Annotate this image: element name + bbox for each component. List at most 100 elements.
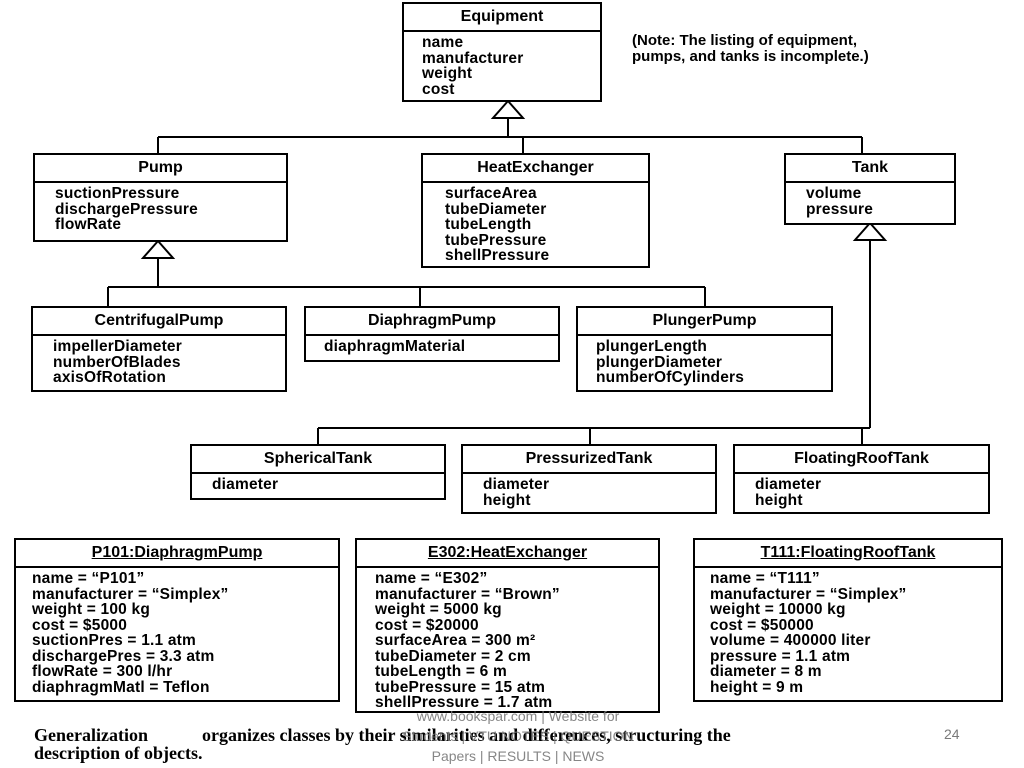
class-name: Pump (35, 155, 286, 183)
attribute-value: surfaceArea = 300 m² (375, 632, 536, 649)
attribute: numberOfBlades (53, 353, 181, 371)
attribute-list: diameter (192, 474, 444, 493)
attribute-value: tubePressure = 15 atm (375, 678, 546, 696)
attribute: height (755, 491, 803, 509)
tank-triangle (852, 221, 888, 241)
class-name: HeatExchanger (423, 155, 648, 183)
attribute-value: height = 9 m (710, 678, 804, 696)
class-diaphragm-pump: DiaphragmPump diaphragmMaterial (304, 306, 560, 362)
attribute: impellerDiameter (53, 338, 182, 355)
class-pump: Pump suctionPressure dischargePressure f… (33, 153, 288, 242)
object-name: E302:HeatExchanger (357, 540, 658, 568)
attribute-value: name = “T111” (710, 570, 820, 587)
footer-watermark: www.bookspar.com | Website for Students … (388, 706, 648, 766)
attribute: name (422, 34, 464, 51)
attribute-list: name manufacturer weight cost (404, 32, 600, 97)
class-equipment: Equipment name manufacturer weight cost (402, 2, 602, 102)
attribute: weight (422, 65, 473, 82)
attribute-value: flowRate = 300 l/hr (32, 663, 173, 680)
attribute-value: name = “E302” (375, 570, 488, 587)
attribute: flowRate (55, 216, 122, 233)
attribute-value: pressure = 1.1 atm (710, 647, 851, 665)
attribute-value: tubeLength = 6 m (375, 663, 507, 680)
note-line: (Note: The listing of equipment, (632, 32, 857, 49)
object-e302: E302:HeatExchanger name = “E302” manufac… (355, 538, 660, 713)
attribute: tubePressure (445, 231, 547, 249)
attribute: shellPressure (445, 247, 550, 264)
attribute-list: surfaceArea tubeDiameter tubeLength tube… (423, 183, 648, 264)
attribute: plungerLength (596, 338, 708, 355)
class-plunger-pump: PlungerPump plungerLength plungerDiamete… (576, 306, 833, 392)
attribute: diameter (755, 476, 822, 493)
footer-line: Students | VTU NOTES | QUESTION (402, 728, 634, 744)
attribute-list: diameter height (735, 474, 988, 508)
figure-caption: Generalization organizes classes by their… (34, 726, 731, 762)
attribute-list: name = “P101” manufacturer = “Simplex” w… (16, 568, 338, 695)
attribute-value: manufacturer = “Brown” (375, 585, 560, 603)
attribute-value: dischargePres = 3.3 atm (32, 647, 215, 665)
pump-triangle (140, 239, 176, 259)
attribute: surfaceArea (445, 185, 537, 202)
object-name: P101:DiaphragmPump (16, 540, 338, 568)
attribute-list: name = “E302” manufacturer = “Brown” wei… (357, 568, 658, 711)
attribute: tubeDiameter (445, 200, 547, 218)
note: (Note: The listing of equipment, pumps, … (632, 33, 869, 65)
class-spherical-tank: SphericalTank diameter (190, 444, 446, 500)
footer-line: www.bookspar.com | Website for (416, 708, 620, 724)
attribute-value: weight = 100 kg (32, 601, 151, 618)
attribute-value: diameter = 8 m (710, 663, 822, 680)
attribute-value: suctionPres = 1.1 atm (32, 632, 197, 649)
attribute-list: plungerLength plungerDiameter numberOfCy… (578, 336, 831, 386)
object-p101: P101:DiaphragmPump name = “P101” manufac… (14, 538, 340, 702)
attribute-value: cost = $50000 (710, 616, 814, 634)
footer-line: Papers | RESULTS | NEWS (431, 748, 605, 764)
page-number: 24 (944, 726, 960, 742)
attribute: axisOfRotation (53, 369, 167, 386)
attribute-value: tubeDiameter = 2 cm (375, 647, 531, 665)
attribute-list: diameter height (463, 474, 715, 508)
class-name: PlungerPump (578, 308, 831, 336)
attribute: diameter (483, 476, 550, 493)
attribute: diameter (212, 476, 279, 493)
attribute: volume (806, 185, 862, 202)
attribute: numberOfCylinders (596, 369, 745, 386)
attribute-value: diaphragmMatl = Teflon (32, 678, 210, 696)
attribute-value: weight = 10000 kg (710, 601, 846, 618)
class-name: SphericalTank (192, 446, 444, 474)
attribute-list: name = “T111” manufacturer = “Simplex” w… (695, 568, 1001, 695)
class-name: CentrifugalPump (33, 308, 285, 336)
class-pressurized-tank: PressurizedTank diameter height (461, 444, 717, 514)
attribute-value: manufacturer = “Simplex” (710, 585, 907, 603)
attribute-value: cost = $5000 (32, 616, 128, 634)
class-name: PressurizedTank (463, 446, 715, 474)
attribute-list: volume pressure (786, 183, 954, 217)
class-floating-roof-tank: FloatingRoofTank diameter height (733, 444, 990, 514)
class-name: Equipment (404, 4, 600, 32)
attribute: pressure (806, 200, 874, 218)
caption-line-2: description of objects. (34, 743, 203, 763)
caption-line-1: organizes classes by their similarities … (202, 725, 731, 745)
attribute-value: manufacturer = “Simplex” (32, 585, 229, 603)
class-centrifugal-pump: CentrifugalPump impellerDiameter numberO… (31, 306, 287, 392)
attribute-list: impellerDiameter numberOfBlades axisOfRo… (33, 336, 285, 386)
attribute: plungerDiameter (596, 353, 723, 371)
attribute: suctionPressure (55, 185, 180, 202)
attribute-list: diaphragmMaterial (306, 336, 558, 355)
class-heat-exchanger: HeatExchanger surfaceArea tubeDiameter t… (421, 153, 650, 268)
attribute-list: suctionPressure dischargePressure flowRa… (35, 183, 286, 233)
class-name: FloatingRoofTank (735, 446, 988, 474)
attribute: tubeLength (445, 216, 532, 233)
attribute-value: weight = 5000 kg (375, 601, 502, 618)
note-line: pumps, and tanks is incomplete.) (632, 48, 869, 65)
attribute-value: cost = $20000 (375, 616, 479, 634)
attribute: manufacturer (422, 49, 524, 67)
attribute-value: shellPressure = 1.7 atm (375, 694, 553, 711)
caption-term: Generalization (34, 725, 148, 745)
class-name: DiaphragmPump (306, 308, 558, 336)
attribute: diaphragmMaterial (324, 338, 466, 355)
attribute-value: volume = 400000 liter (710, 632, 871, 649)
attribute: height (483, 491, 531, 509)
object-name: T111:FloatingRoofTank (695, 540, 1001, 568)
